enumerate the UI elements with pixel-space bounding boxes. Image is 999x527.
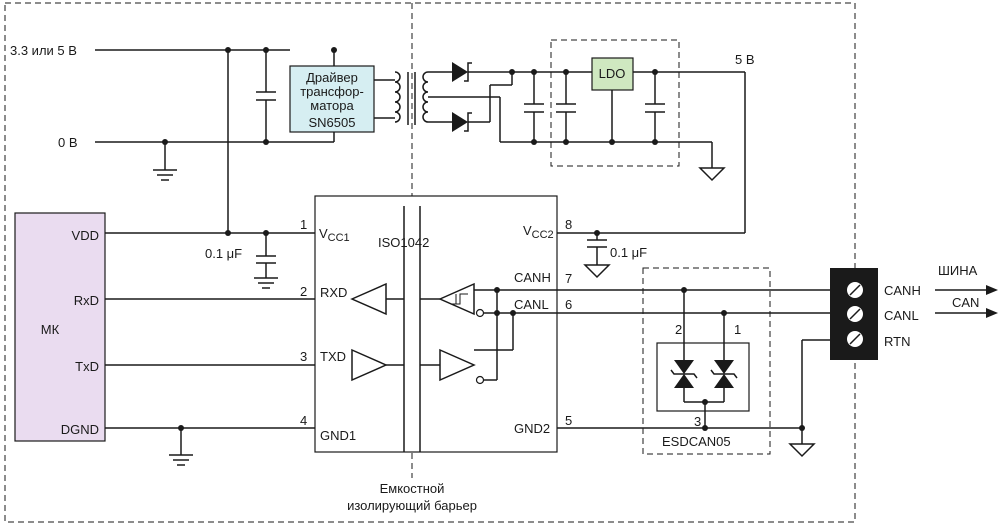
pin-5: 5 (565, 413, 572, 428)
iso-canh: CANH (514, 270, 551, 285)
esd-pin1: 1 (734, 322, 741, 337)
mcu-pin-rxd: RxD (74, 293, 99, 308)
primary-supply (95, 47, 337, 233)
connector-canh: CANH (884, 283, 921, 298)
cap2-label: 0.1 μF (610, 245, 647, 260)
driver-line1: Драйвер (306, 70, 358, 85)
driver-line3: матора (310, 98, 354, 113)
iso-tx-buffer (351, 348, 404, 382)
esd-pin2: 2 (675, 322, 682, 337)
bus-label-2: CAN (952, 295, 979, 310)
iso-vcc1: VCC1 (319, 226, 350, 244)
pin-4: 4 (300, 413, 307, 428)
transformer-driver-box (289, 65, 375, 133)
secondary-supply (500, 69, 746, 234)
transformer (394, 71, 501, 142)
esd-name: ESDCAN05 (662, 434, 731, 449)
vin-label: 3.3 или 5 В (10, 43, 77, 58)
gnd-label: 0 В (58, 135, 78, 150)
pin-7: 7 (565, 271, 572, 286)
iso-can-driver (420, 287, 514, 385)
mcu-pin-vdd: VDD (72, 228, 99, 243)
pin-1: 1 (300, 217, 307, 232)
iso-rx-buffer (350, 282, 404, 316)
iso1042-box (314, 195, 558, 453)
mcu-pin-dgnd: DGND (61, 422, 99, 437)
mcu-box (14, 212, 106, 442)
iso-txd: TXD (320, 349, 346, 364)
rectifier-diode-top (445, 62, 512, 82)
can-bus-lines (557, 287, 830, 458)
mcu-iso-wires (105, 230, 315, 466)
driver-line2: трансфор- (300, 84, 364, 99)
vcc2-decoupling (583, 230, 611, 279)
cap1-label: 0.1 μF (205, 246, 242, 261)
bus-arrows (935, 285, 998, 318)
board-outline (4, 2, 856, 523)
pin-2: 2 (300, 284, 307, 299)
ldo-box (591, 57, 634, 91)
ldo-label: LDO (599, 66, 626, 81)
esd-dashed-box (642, 267, 771, 455)
pin-8: 8 (565, 217, 572, 232)
iso-gnd1: GND1 (320, 428, 356, 443)
barrier-caption-1: Емкостной (380, 481, 445, 496)
pin-6: 6 (565, 297, 572, 312)
iso-rxd: RXD (320, 285, 347, 300)
ldo-dashed-box (550, 39, 680, 167)
barrier-caption-2: изолирующий барьер (347, 498, 477, 513)
connector-canl: CANL (884, 308, 919, 323)
esd-tvs-diodes (670, 290, 738, 428)
esd-package (656, 342, 750, 412)
iso-canl: CANL (514, 297, 549, 312)
connector-screws (847, 282, 863, 347)
iso-name: ISO1042 (378, 235, 429, 250)
esd-pin3: 3 (694, 414, 701, 429)
driver-part: SN6505 (309, 115, 356, 130)
vout-label: 5 В (735, 52, 755, 67)
connector-rtn: RTN (884, 334, 910, 349)
mcu-pin-txd: TxD (75, 359, 99, 374)
rectifier-diode-bottom (445, 84, 512, 132)
iso-vcc2: VCC2 (523, 223, 554, 241)
bus-label-1: ШИНА (938, 263, 978, 278)
pin-3: 3 (300, 349, 307, 364)
iso-gnd2: GND2 (514, 421, 550, 436)
iso-can-receiver (420, 282, 557, 318)
mcu-name: МК (41, 322, 60, 337)
